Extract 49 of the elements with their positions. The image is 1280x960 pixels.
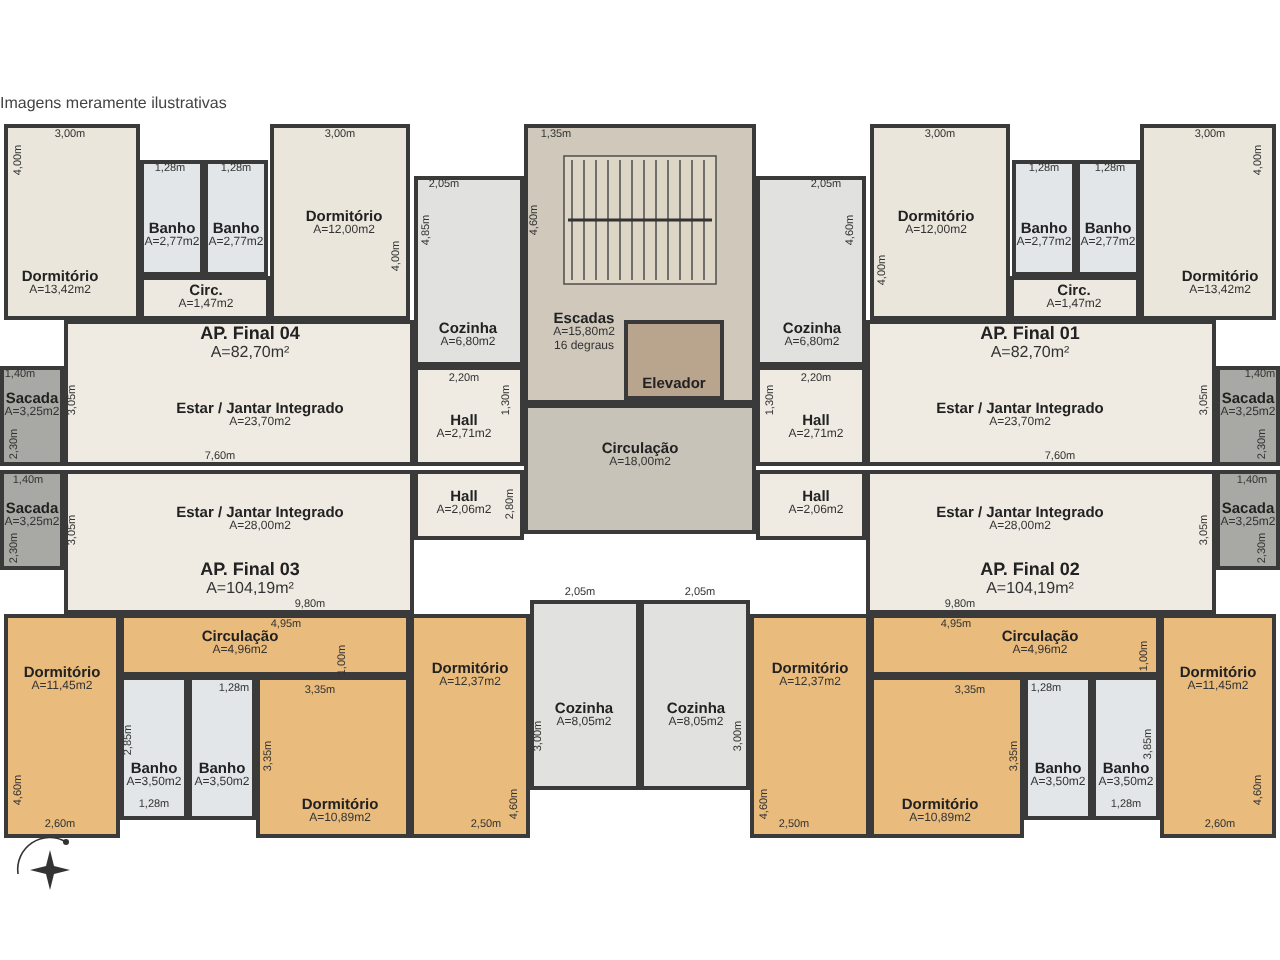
room	[410, 614, 530, 838]
room	[1012, 160, 1076, 276]
apartment-area: A=82,70m²	[990, 345, 1070, 363]
balcony	[1216, 366, 1280, 466]
apartment-area: A=104,19m²	[206, 581, 294, 599]
room	[64, 470, 414, 614]
room	[140, 160, 204, 276]
room	[414, 176, 524, 366]
room	[270, 124, 410, 320]
balcony	[0, 470, 64, 570]
room	[756, 176, 866, 366]
room	[204, 160, 268, 276]
room	[640, 600, 750, 790]
room	[256, 676, 410, 838]
room	[1076, 160, 1140, 276]
room	[140, 276, 270, 320]
balcony	[1216, 470, 1280, 570]
balcony	[0, 366, 64, 466]
room	[866, 320, 1216, 466]
apartment-name: AP. Final 02	[980, 561, 1080, 581]
subtitle: Imagens meramente ilustrativas	[0, 96, 227, 112]
room	[870, 676, 1024, 838]
room	[1010, 276, 1140, 320]
room	[414, 470, 524, 540]
room	[4, 124, 140, 320]
room	[120, 676, 188, 820]
room	[1024, 676, 1092, 820]
room	[870, 614, 1160, 676]
room	[750, 614, 870, 838]
room	[866, 470, 1216, 614]
room	[1140, 124, 1276, 320]
room	[756, 366, 866, 466]
apartment-area: A=82,70m²	[210, 345, 290, 363]
apartment-area: A=104,19m²	[986, 581, 1074, 599]
room	[188, 676, 256, 820]
elevator-shaft	[624, 320, 724, 400]
room	[120, 614, 410, 676]
room	[524, 404, 756, 534]
room	[1092, 676, 1160, 820]
apartment-name: AP. Final 04	[200, 325, 300, 345]
room	[530, 600, 640, 790]
apartment-name: AP. Final 01	[980, 325, 1080, 345]
room	[870, 124, 1010, 320]
apartment-name: AP. Final 03	[200, 561, 300, 581]
room	[1160, 614, 1276, 838]
room	[64, 320, 414, 466]
room	[756, 470, 866, 540]
room	[4, 614, 120, 838]
room	[414, 366, 524, 466]
